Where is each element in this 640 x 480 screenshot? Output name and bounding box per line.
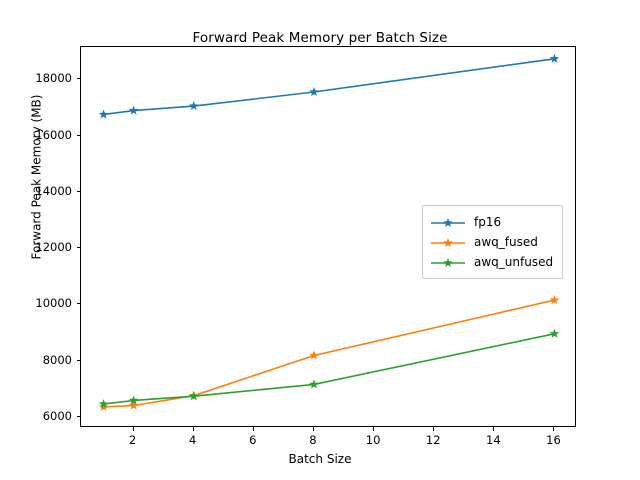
x-tick-mark (493, 427, 495, 431)
x-tick-mark (433, 427, 435, 431)
legend-item-awq_fused[interactable]: awq_fused (430, 232, 553, 252)
legend-label: awq_unfused (474, 255, 554, 269)
y-tick-label: 12000 (35, 240, 72, 255)
y-tick-mark (76, 303, 80, 305)
y-tick-label: 8000 (42, 352, 72, 367)
y-tick-label: 14000 (35, 183, 72, 198)
x-tick-label: 8 (309, 433, 317, 447)
legend-label: fp16 (474, 215, 502, 229)
y-tick-mark (76, 190, 80, 192)
plot-area (80, 46, 576, 427)
series-awq_unfused (98, 328, 560, 409)
data-point-marker (128, 395, 139, 405)
series-line-fp16 (103, 58, 555, 116)
y-tick-mark (76, 247, 80, 249)
chart-title: Forward Peak Memory per Batch Size (192, 30, 448, 46)
x-tick-mark (373, 427, 375, 431)
x-tick-mark (192, 427, 194, 431)
series-awq_fused (98, 295, 560, 411)
data-point-marker (188, 101, 199, 111)
chart-legend: fp16 awq_fused awq_unfused (422, 205, 564, 279)
series-line-awq_fused (103, 299, 555, 408)
data-point-marker (128, 105, 139, 115)
legend-swatch-icon (430, 255, 466, 269)
y-tick-label: 10000 (35, 296, 72, 311)
x-tick-label: 10 (365, 433, 381, 447)
data-point-marker (128, 400, 139, 410)
x-tick-label: 2 (128, 433, 137, 447)
x-tick-mark (312, 427, 314, 431)
y-tick-mark (76, 78, 80, 80)
legend-item-fp16[interactable]: fp16 (430, 212, 553, 232)
legend-item-awq_unfused[interactable]: awq_unfused (430, 252, 553, 272)
series-line-awq_unfused (103, 333, 555, 405)
x-tick-mark (553, 427, 555, 431)
x-tick-label: 4 (189, 433, 197, 447)
data-point-marker (549, 53, 560, 63)
data-point-marker (309, 86, 319, 97)
y-tick-label: 6000 (42, 408, 72, 423)
series-fp16 (98, 53, 560, 119)
y-tick-mark (76, 134, 80, 136)
data-point-marker (98, 109, 109, 119)
data-point-marker (98, 399, 109, 409)
data-point-marker (549, 328, 560, 338)
y-tick-label: 16000 (35, 127, 72, 142)
data-point-marker (309, 379, 319, 389)
legend-swatch-icon (430, 235, 466, 249)
x-tick-mark (252, 427, 254, 431)
data-point-marker (309, 350, 319, 360)
x-axis-label: Batch Size (288, 452, 352, 466)
plot-lines-svg (98, 53, 560, 411)
data-point-marker (549, 295, 560, 305)
legend-label: awq_fused (474, 235, 538, 249)
data-point-marker (188, 391, 199, 401)
y-axis-label: Forward Peak Memory (MB) (29, 94, 44, 260)
y-tick-label: 18000 (35, 71, 72, 86)
y-tick-mark (76, 359, 80, 361)
y-tick-mark (76, 415, 80, 417)
x-tick-label: 6 (249, 433, 257, 447)
legend-swatch-icon (430, 215, 466, 229)
data-point-marker (98, 401, 109, 411)
x-tick-label: 12 (425, 433, 441, 447)
x-tick-label: 16 (546, 433, 561, 447)
x-tick-mark (132, 427, 134, 431)
x-tick-label: 14 (486, 433, 501, 447)
